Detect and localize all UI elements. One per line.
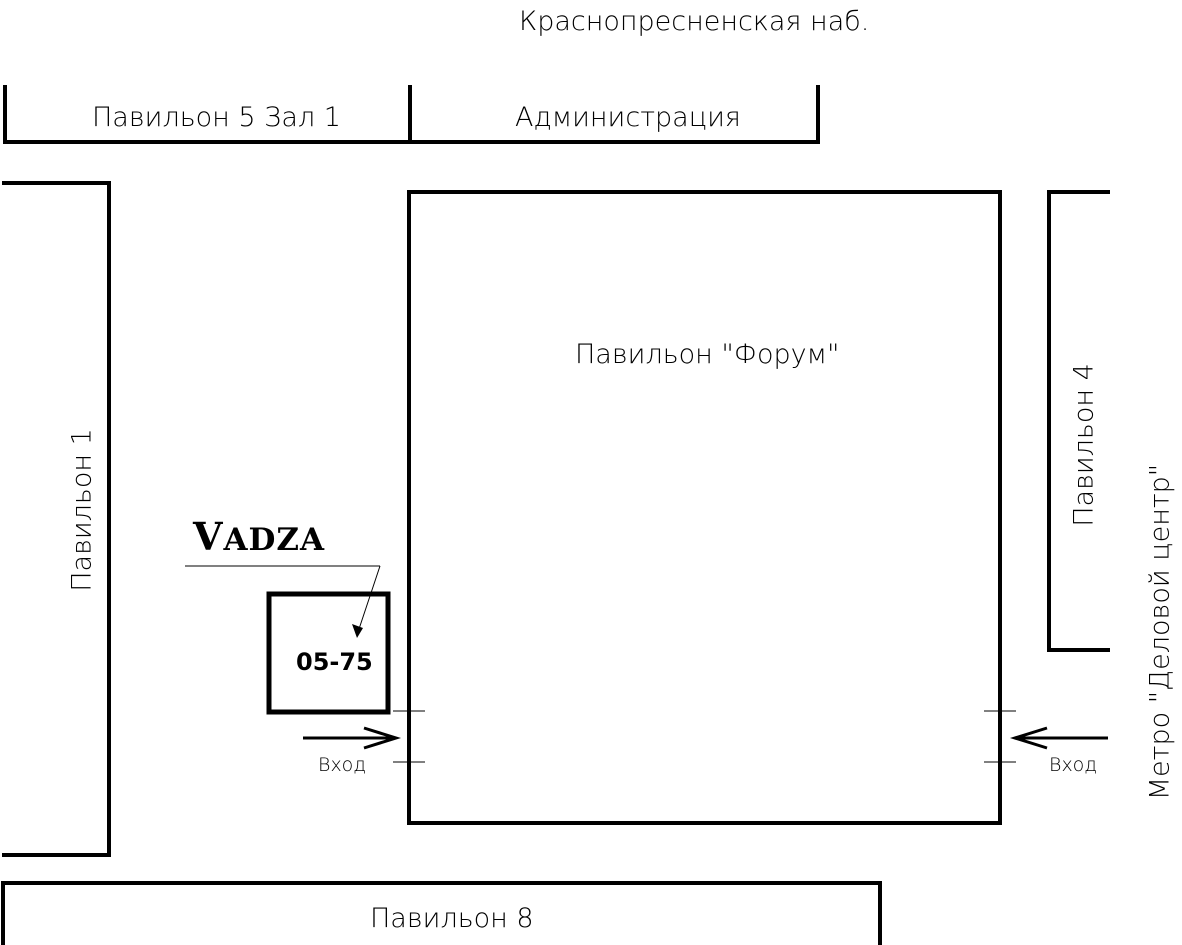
forum-label: Павильон "Форум" xyxy=(575,339,840,370)
top-buildings-outline xyxy=(3,85,820,144)
stand-number: 05-75 xyxy=(296,648,373,676)
right-door-marks xyxy=(984,710,1016,763)
brand-logo: VADZA xyxy=(193,514,326,559)
pavilion-1-label: Павильон 1 xyxy=(66,428,98,592)
left-door-marks xyxy=(393,710,425,763)
forum-outline xyxy=(407,190,1002,825)
pavilion-8-label: Павильон 8 xyxy=(370,903,534,934)
right-entrance-label: Вход xyxy=(1049,754,1098,776)
left-entrance-label: Вход xyxy=(318,754,367,776)
street-label: Краснопресненская наб. xyxy=(519,6,870,37)
pavilion-1-outline xyxy=(2,181,111,857)
right-entrance-arrow xyxy=(1009,726,1108,750)
pavilion-4-outline xyxy=(1047,190,1110,652)
brand-leader xyxy=(185,565,381,633)
metro-label: Метро "Деловой центр" xyxy=(1144,463,1176,801)
pavilion-8-outline xyxy=(1,881,882,945)
pavilion-5-hall-1-label: Павильон 5 Зал 1 xyxy=(92,102,341,133)
administration-label: Администрация xyxy=(515,102,741,133)
left-entrance-arrow xyxy=(303,726,402,750)
brand-leader-arrowhead xyxy=(352,624,363,638)
pavilion-4-label: Павильон 4 xyxy=(1068,363,1100,527)
stand-box xyxy=(266,591,391,715)
